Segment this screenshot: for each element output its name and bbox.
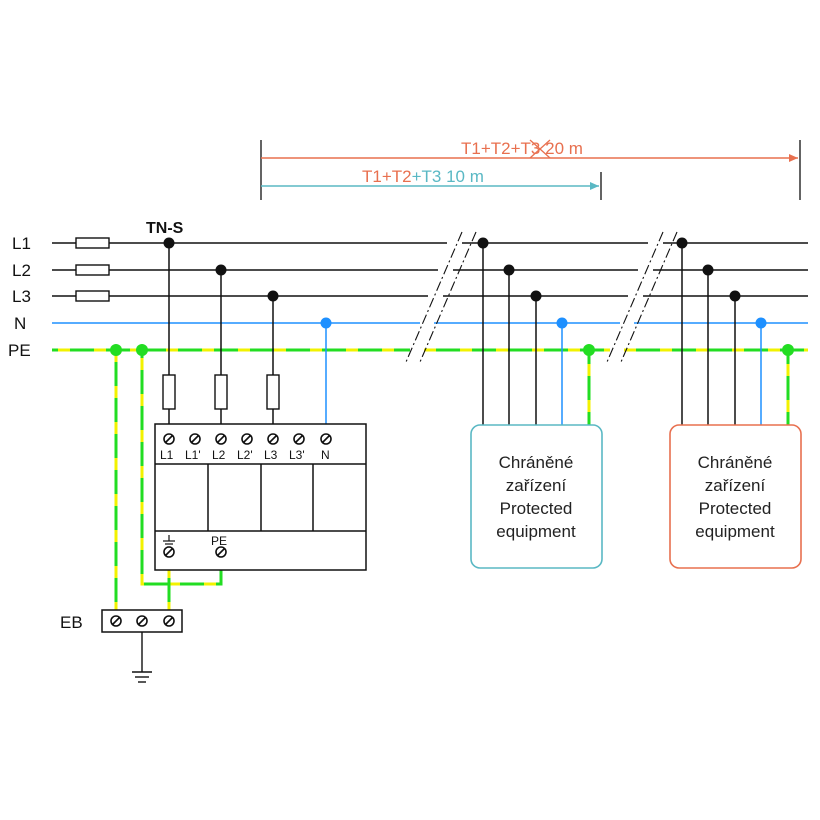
terminal-screw [320,433,332,445]
equipment-label-line: Protected [500,499,573,518]
spd-feed-wires [162,237,332,433]
equipment-label-line: Chráněné [698,453,773,472]
distance-markers: T1+T2+T3 20 m T1+T2+T3 10 m [260,139,801,200]
line-label-pe: PE [8,341,31,360]
terminal-screw [110,615,122,627]
break-mark [405,231,463,363]
system-type-label: TN-S [146,220,184,237]
junction-dot [215,264,227,276]
break-mark [419,231,477,363]
junction-dot [782,344,794,356]
terminal-screw [267,433,279,445]
terminal-label: L2 [212,448,226,462]
equipment-label-line: zařízení [705,476,766,495]
terminal-label: L3 [264,448,278,462]
fuse-l2 [75,264,110,276]
junction-dot [163,237,175,249]
line-label-l2: L2 [12,261,31,280]
equipment-label-line: zařízení [506,476,567,495]
junction-dot [583,344,595,356]
terminal-screw [189,433,201,445]
terminal-label: N [321,448,330,462]
break-mark [606,231,664,363]
terminal-screw [163,433,175,445]
spd-fuse-l2 [214,374,228,410]
pe-terminal-label: PE [211,534,227,548]
terminal-screw [241,433,253,445]
junction-dot [755,317,767,329]
fuse-l1 [75,237,110,249]
equipment-label-line: Chráněné [499,453,574,472]
eb-label: EB [60,613,83,632]
break-mark [620,231,678,363]
distance-20m-label: T1+T2+T3 20 m [461,139,583,158]
equipment-label-line: Protected [699,499,772,518]
terminal-label: L1 [160,448,174,462]
junction-dot [136,344,148,356]
equipment-1-feeds [477,237,595,425]
junction-dot [702,264,714,276]
line-break-marks [405,231,678,363]
terminal-screw [215,433,227,445]
junction-dot [729,290,741,302]
junction-dot [530,290,542,302]
ground-icon [132,671,152,683]
equipment-label-line: equipment [695,522,775,541]
terminal-label: L3' [289,448,305,462]
equipment-box-border [669,424,802,569]
equipotential-bonding-bar: EB [60,609,183,683]
spd-fuse-l1 [162,374,176,410]
bus-lines [52,237,808,352]
terminal-label: L2' [237,448,253,462]
junction-dot [320,317,332,329]
junction-dot [556,317,568,329]
line-label-n: N [14,314,26,333]
junction-dot [676,237,688,249]
terminal-screw [136,615,148,627]
equipment-label-line: equipment [496,522,576,541]
terminal-screw [163,615,175,627]
strike-through-mark [529,139,551,159]
junction-dot [267,290,279,302]
fuse-l3 [75,290,110,302]
distance-10m-label: T1+T2+T3 10 m [362,167,484,186]
equipment-2-feeds [676,237,794,425]
terminal-screw [163,546,175,558]
junction-dot [110,344,122,356]
protected-equipment-box-1: Chráněné zařízení Protected equipment [470,424,603,569]
spd-fuse-l3 [266,374,280,410]
surge-protection-device: L1 L1' L2 L2' L3 L3' N PE [154,423,367,571]
line-label-l3: L3 [12,287,31,306]
junction-dot [503,264,515,276]
terminal-screw [293,433,305,445]
line-labels: L1 L2 L3 N PE [8,234,31,360]
line-label-l1: L1 [12,234,31,253]
terminal-label: L1' [185,448,201,462]
equipment-box-border [470,424,603,569]
protected-equipment-box-2: Chráněné zařízení Protected equipment [669,424,802,569]
terminal-screw [215,546,227,558]
junction-dot [477,237,489,249]
